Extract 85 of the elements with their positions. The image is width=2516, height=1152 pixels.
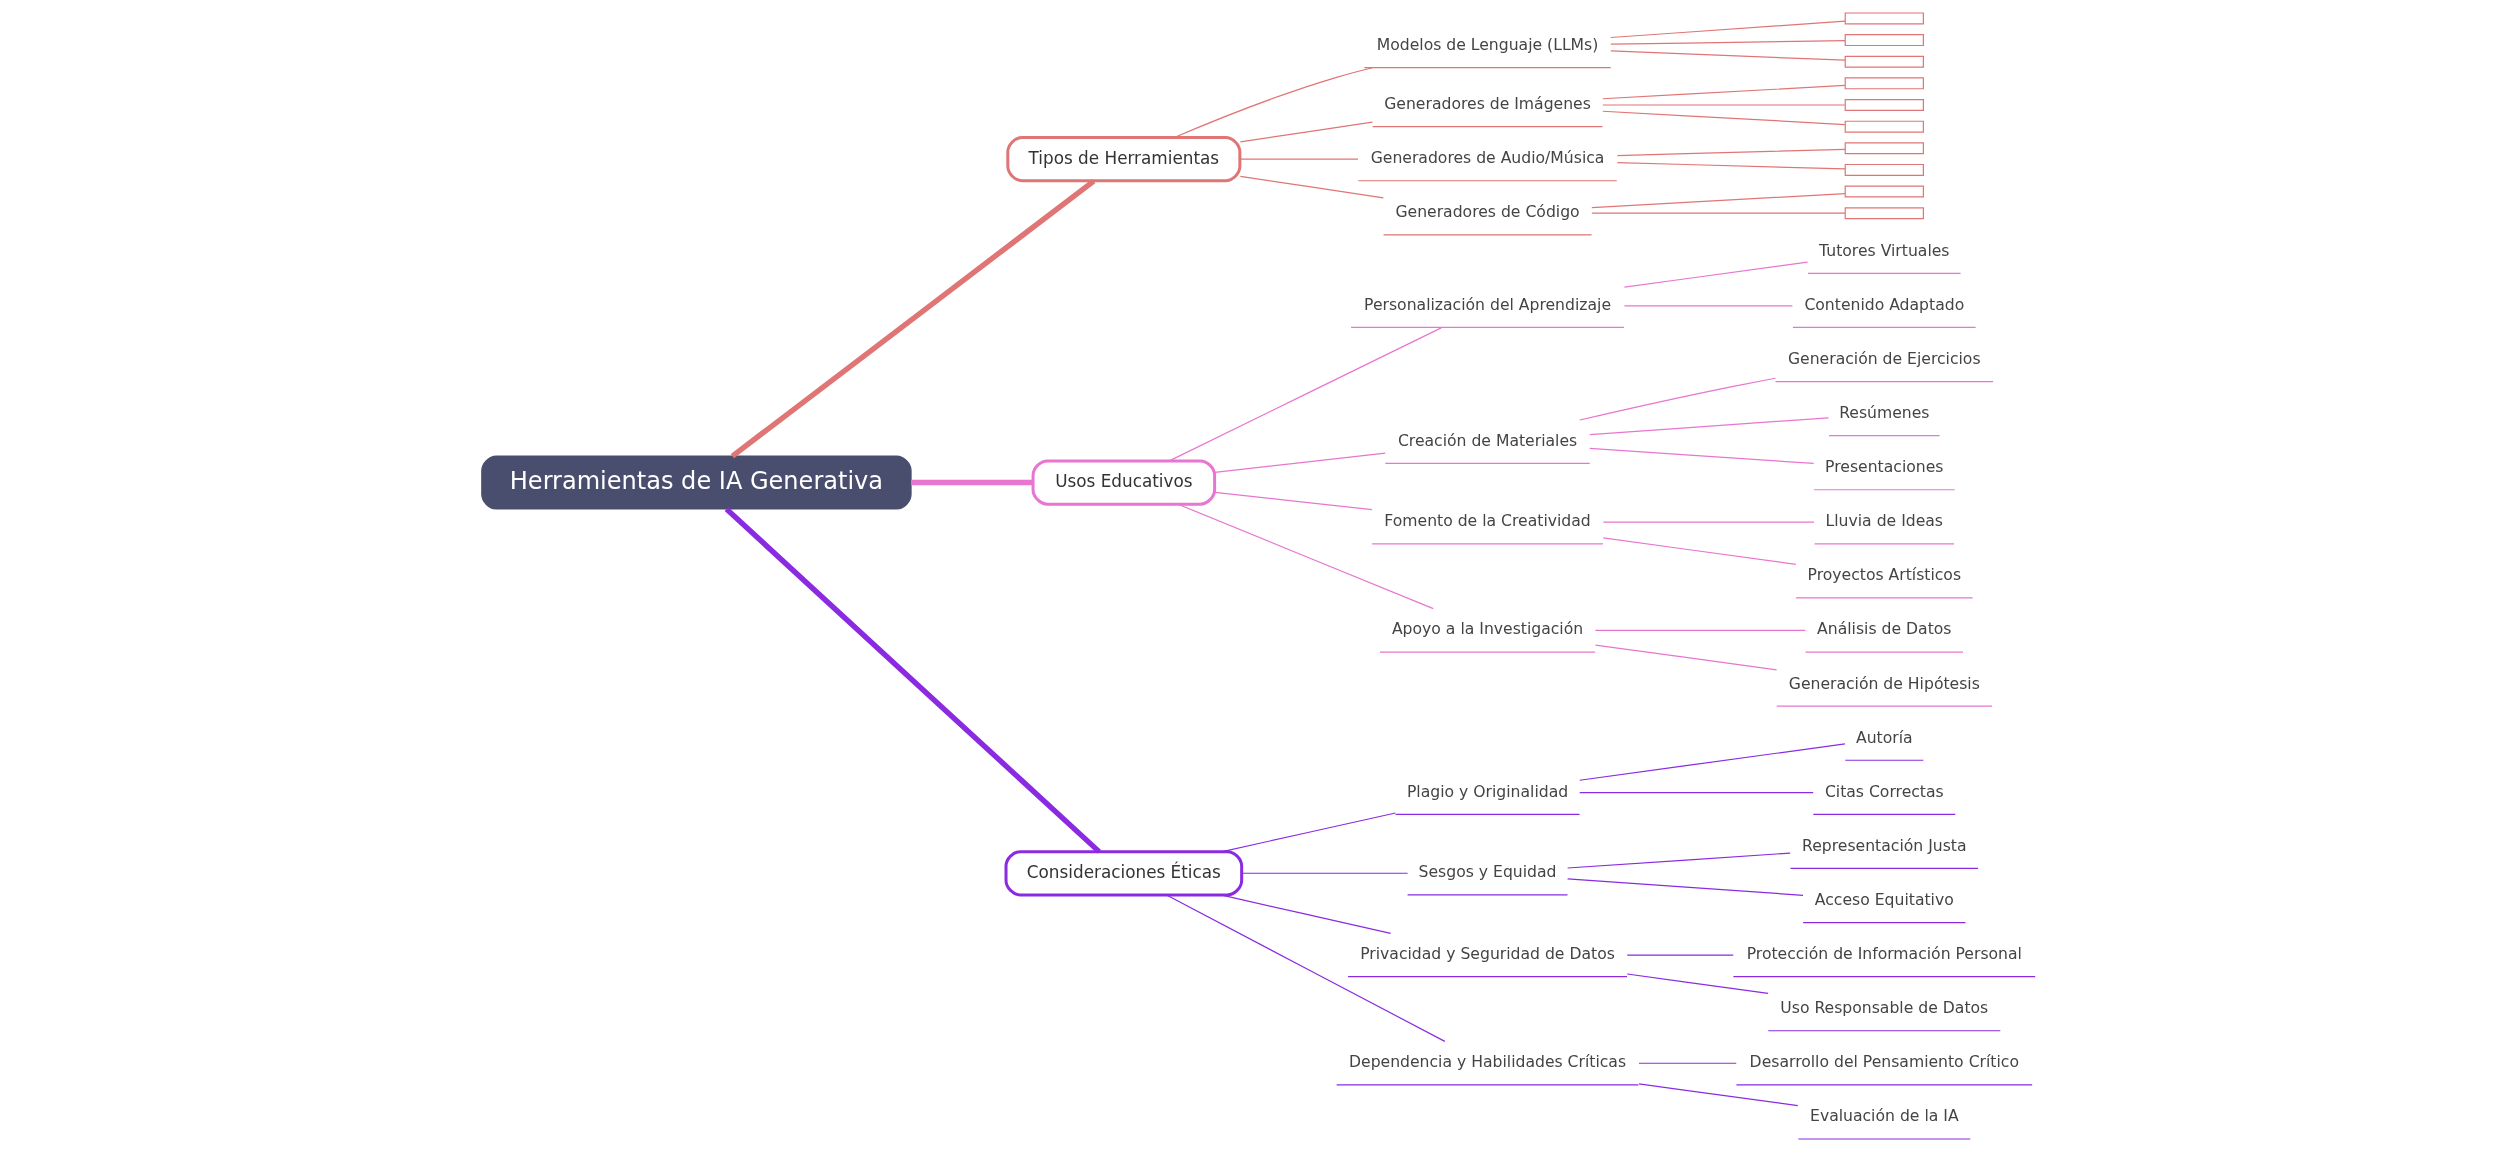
connector — [730, 178, 1095, 459]
node-text: Generación de Hipótesis — [1788, 673, 1980, 693]
connector — [1626, 973, 1769, 994]
node-text: Plagio y Originalidad — [1406, 781, 1568, 801]
node-box: Consideraciones Éticas — [1004, 850, 1243, 897]
connector — [1165, 894, 1445, 1042]
connector — [1594, 644, 1777, 671]
node-text: Tutores Virtuales — [1818, 240, 1949, 260]
connector — [1623, 305, 1793, 307]
node-box — [1844, 55, 1924, 68]
connector — [1601, 84, 1845, 100]
node-text: Generadores de Código — [1394, 202, 1580, 222]
node-box — [1844, 185, 1924, 198]
connector — [1213, 491, 1373, 511]
connector — [1601, 110, 1845, 126]
connector — [1602, 537, 1796, 565]
node-text: Privacidad y Seguridad de Datos — [1359, 944, 1615, 964]
connector — [1240, 872, 1408, 874]
connector — [910, 479, 1033, 486]
node-text: Representación Justa — [1801, 835, 1967, 855]
connector — [1221, 812, 1396, 853]
connector — [1590, 193, 1846, 209]
connector — [1219, 894, 1391, 934]
node-text: Análisis de Datos — [1816, 619, 1951, 639]
node-text: Dependencia y Habilidades Críticas — [1348, 1052, 1626, 1072]
connector — [1239, 121, 1373, 143]
connector — [1566, 852, 1791, 869]
connector — [1602, 521, 1815, 523]
node-text: Evaluación de la IA — [1809, 1106, 1959, 1126]
node-box — [1844, 163, 1924, 176]
connector — [1588, 447, 1814, 465]
node-text: Modelos de Lenguaje (LLMs) — [1376, 35, 1598, 55]
node-box: Herramientas de IA Generativa — [480, 455, 912, 510]
node-text: Apoyo a la Investigación — [1391, 619, 1583, 639]
connector — [1637, 1083, 1798, 1107]
node-text: Presentaciones — [1824, 457, 1943, 477]
connector — [1623, 261, 1808, 288]
connector — [1594, 629, 1806, 631]
node-box — [1844, 120, 1924, 133]
node-text: Generadores de Imágenes — [1383, 94, 1591, 114]
connector — [1590, 212, 1846, 214]
connector — [1176, 503, 1434, 610]
node-text: Fomento de la Creatividad — [1383, 511, 1591, 531]
connector — [1601, 104, 1845, 106]
node-text: Desarrollo del Pensamiento Crítico — [1749, 1052, 2019, 1072]
node-text: Autoría — [1855, 727, 1913, 747]
node-box — [1844, 77, 1924, 90]
node-text: Uso Responsable de Datos — [1779, 998, 1988, 1018]
connector — [1578, 792, 1814, 794]
connector — [1609, 40, 1846, 45]
node-text: Creación de Materiales — [1397, 430, 1577, 450]
node-box — [1844, 34, 1924, 47]
node-text: Generadores de Audio/Música — [1370, 148, 1604, 168]
node-text: Proyectos Artísticos — [1807, 565, 1961, 585]
node-text: Acceso Equitativo — [1814, 890, 1954, 910]
node-box — [1844, 142, 1924, 155]
node-text: Personalización del Aprendizaje — [1363, 294, 1611, 314]
connector — [724, 507, 1101, 854]
node-text: Generación de Ejercicios — [1787, 348, 1981, 368]
node-box — [1844, 99, 1924, 111]
node-text: Sesgos y Equidad — [1418, 862, 1556, 882]
connector — [1637, 1062, 1737, 1064]
connector — [1239, 175, 1384, 199]
connector — [1239, 158, 1359, 160]
connector — [1609, 20, 1846, 39]
node-text: Contenido Adaptado — [1803, 294, 1964, 314]
node-box — [1844, 207, 1924, 220]
node-text: Citas Correctas — [1824, 781, 1944, 801]
connector — [1616, 162, 1846, 170]
connector — [1578, 743, 1846, 781]
node-box — [1844, 12, 1924, 25]
connector — [1626, 954, 1734, 956]
node-box: Usos Educativos — [1031, 459, 1216, 506]
connector — [1609, 50, 1846, 61]
connector — [1578, 377, 1776, 421]
connector — [1213, 452, 1386, 473]
node-box: Tipos de Herramientas — [1005, 135, 1241, 183]
connector — [1173, 67, 1373, 139]
connector — [1168, 327, 1442, 462]
node-text: Lluvia de Ideas — [1825, 511, 1943, 531]
connector — [1566, 878, 1804, 896]
connector — [1588, 417, 1829, 436]
node-text: Resúmenes — [1838, 403, 1929, 423]
connector — [1616, 148, 1846, 157]
node-text: Protección de Información Personal — [1746, 944, 2022, 964]
